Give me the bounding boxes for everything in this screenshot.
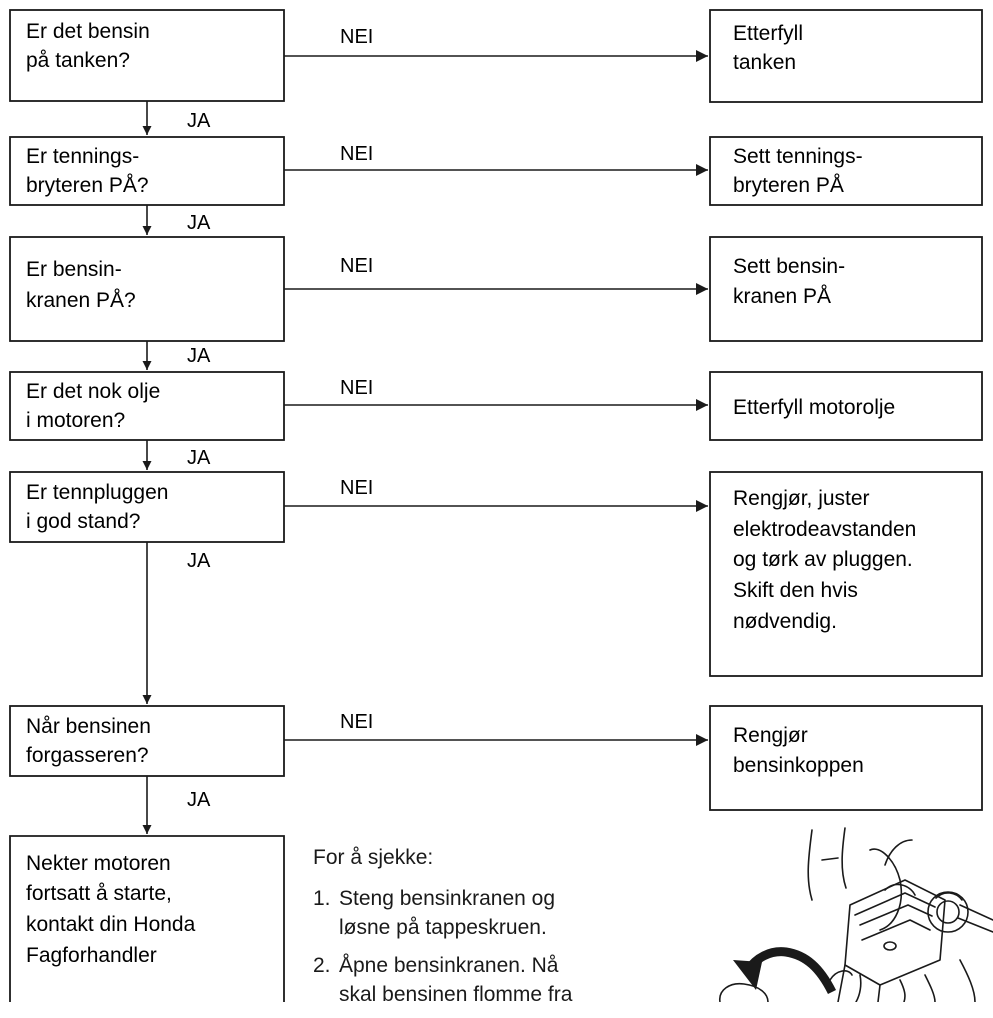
instruction-number: 2. — [313, 954, 331, 977]
rotation-arrow-icon — [719, 947, 837, 1002]
no-label-4: NEI — [340, 377, 373, 399]
no-label-1: NEI — [340, 26, 373, 48]
action-2-line-2: bryteren PÅ — [733, 174, 844, 197]
instructions-heading: For å sjekke: — [313, 846, 434, 869]
action-5-line-1: Rengjør, juster — [733, 487, 870, 510]
action-6-line-2: bensinkoppen — [733, 754, 864, 777]
instruction-line: løsne på tappeskruen. — [339, 916, 547, 939]
question-6-line-1: Når bensinen — [26, 715, 151, 738]
action-5-line-3: og tørk av pluggen. — [733, 548, 913, 571]
instruction-line: skal bensinen flomme fra — [339, 983, 573, 1006]
action-box-2 — [709, 136, 983, 206]
final-box — [9, 835, 285, 1002]
carburetor-illustration-icon — [807, 827, 993, 1002]
final-line-2: fortsatt å starte, — [26, 882, 172, 905]
yes-label-2: JA — [187, 212, 211, 234]
action-4-line-1: Etterfyll motorolje — [733, 396, 895, 419]
question-4-line-2: i motoren? — [26, 409, 125, 432]
action-3-line-2: kranen PÅ — [733, 285, 831, 308]
instruction-item-1: 1. Steng bensinkranen og løsne på tappes… — [313, 884, 693, 942]
action-2-line-1: Sett tennings- — [733, 145, 863, 168]
action-1-line-2: tanken — [733, 51, 796, 74]
question-4-line-1: Er det nok olje — [26, 380, 160, 403]
action-5-line-4: Skift den hvis — [733, 579, 858, 602]
yes-label-5: JA — [187, 550, 211, 572]
question-5-line-2: i god stand? — [26, 510, 140, 533]
yes-label-1: JA — [187, 110, 211, 132]
action-box-3 — [709, 236, 983, 342]
check-instructions: For å sjekke: 1. Steng bensinkranen og l… — [313, 843, 693, 1018]
question-2-line-2: bryteren PÅ? — [26, 174, 149, 197]
instruction-number: 1. — [313, 887, 331, 910]
no-label-3: NEI — [340, 255, 373, 277]
action-5-line-2: elektrodeavstanden — [733, 518, 916, 541]
yes-label-4: JA — [187, 447, 211, 469]
no-label-5: NEI — [340, 477, 373, 499]
instruction-item-2: 2. Åpne bensinkranen. Nå skal bensinen f… — [313, 951, 693, 1009]
final-line-4: Fagforhandler — [26, 944, 157, 967]
action-3-line-1: Sett bensin- — [733, 255, 845, 278]
question-3-line-2: kranen PÅ? — [26, 289, 136, 312]
question-5-line-1: Er tennpluggen — [26, 481, 168, 504]
action-6-line-1: Rengjør — [733, 724, 808, 747]
instruction-line: Steng bensinkranen og — [339, 887, 555, 910]
question-1-line-2: på tanken? — [26, 49, 130, 72]
question-2-line-1: Er tennings- — [26, 145, 139, 168]
no-label-6: NEI — [340, 711, 373, 733]
final-line-3: kontakt din Honda — [26, 913, 196, 936]
instruction-line: Åpne bensinkranen. Nå — [339, 954, 559, 977]
action-box-5 — [709, 471, 983, 677]
action-box-6 — [709, 705, 983, 811]
yes-label-6: JA — [187, 789, 211, 811]
action-1-line-1: Etterfyll — [733, 22, 803, 45]
question-6-line-2: forgasseren? — [26, 744, 149, 767]
question-1-line-1: Er det bensin — [26, 20, 150, 43]
instructions-list: 1. Steng bensinkranen og løsne på tappes… — [313, 884, 693, 1009]
yes-label-3: JA — [187, 345, 211, 367]
action-box-1 — [709, 9, 983, 103]
action-5-line-5: nødvendig. — [733, 610, 837, 633]
final-line-1: Nekter motoren — [26, 852, 171, 875]
question-3-line-1: Er bensin- — [26, 258, 122, 281]
no-label-2: NEI — [340, 143, 373, 165]
action-box-4 — [709, 371, 983, 441]
